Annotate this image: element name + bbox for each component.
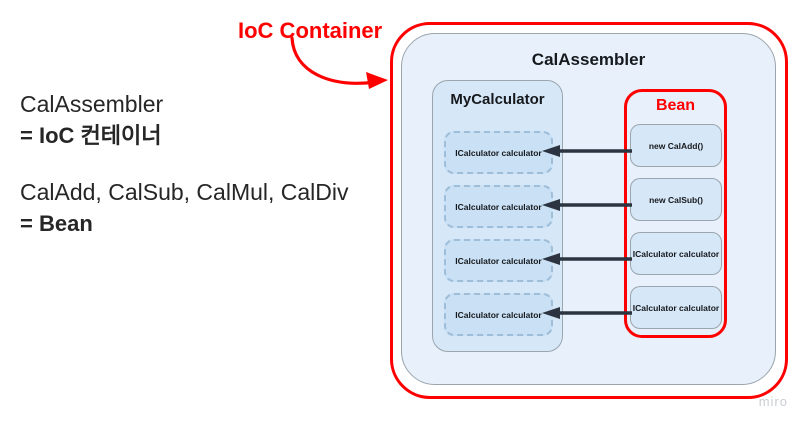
- injection-arrow-icon: [542, 307, 632, 319]
- legend-line-cal-classes: CalAdd, CalSub, CalMul, CalDiv: [20, 179, 349, 205]
- my-calculator-title: MyCalculator: [450, 91, 545, 108]
- legend-text-block: CalAssembler = IoC 컨테이너 CalAdd, CalSub, …: [20, 88, 370, 240]
- calculator-field-slot: ICalculator calculator: [444, 185, 553, 228]
- bean-panel: Bean: [624, 89, 727, 338]
- bean-item: ICalculator calculator: [630, 286, 722, 329]
- ioc-container-boundary: [390, 22, 788, 399]
- my-calculator-panel: MyCalculator ICalculator calculator ICal…: [432, 80, 563, 352]
- bean-item: ICalculator calculator: [630, 232, 722, 275]
- calculator-field-slot: ICalculator calculator: [444, 131, 553, 174]
- bean-item: new CalSub(): [630, 178, 722, 221]
- legend-line-calassembler: CalAssembler: [20, 91, 164, 117]
- calculator-field-slot: ICalculator calculator: [444, 239, 553, 282]
- legend-spacer: [20, 152, 370, 176]
- injection-arrow-icon: [542, 253, 632, 265]
- cal-assembler-title: CalAssembler: [531, 50, 646, 69]
- miro-watermark: miro: [758, 394, 788, 409]
- bean-title: Bean: [655, 97, 696, 114]
- legend-line-ioc-container-kr: = IoC 컨테이너: [20, 123, 162, 148]
- injection-arrow-icon: [542, 145, 632, 157]
- ioc-container-label: IoC Container: [238, 18, 383, 43]
- bean-item: new CalAdd(): [630, 124, 722, 167]
- legend-line-bean: = Bean: [20, 211, 93, 236]
- injection-arrow-icon: [542, 199, 632, 211]
- calculator-field-slot: ICalculator calculator: [444, 293, 553, 336]
